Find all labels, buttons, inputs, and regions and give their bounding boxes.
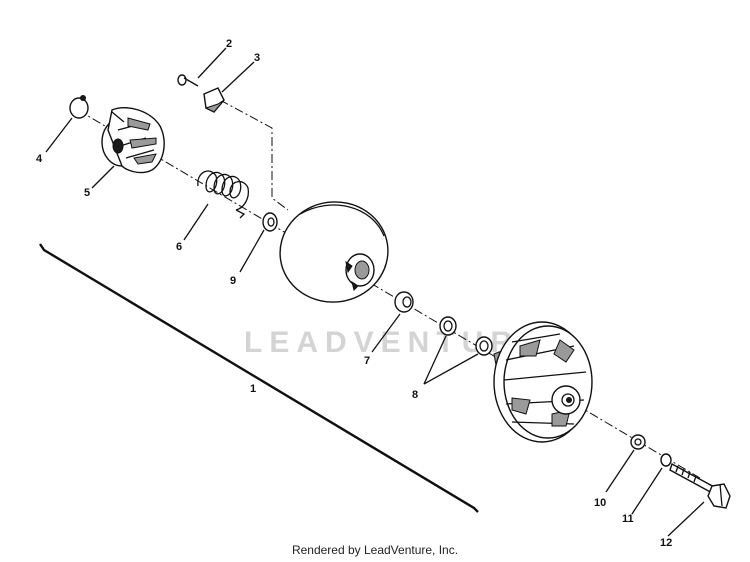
assembly-bracket	[39, 243, 479, 513]
washer-10	[630, 434, 646, 450]
callout-7: 7	[364, 355, 370, 367]
bushing-7	[394, 291, 414, 313]
callout-5: 5	[84, 187, 90, 199]
callout-10: 10	[594, 497, 606, 509]
callout-3: 3	[254, 52, 260, 64]
button-insert	[203, 87, 225, 113]
washers	[439, 316, 493, 356]
callouts: 1 2 3 4 5 6 7 8 9 10 11 12	[36, 38, 672, 549]
callout-11: 11	[622, 513, 634, 525]
callout-1: 1	[250, 383, 256, 395]
callout-6: 6	[176, 241, 182, 253]
snap-ring	[69, 95, 89, 119]
callout-12: 12	[660, 537, 672, 549]
bolt	[669, 462, 731, 509]
screw	[177, 74, 199, 87]
bushing-9	[262, 212, 278, 232]
footer-credit: Rendered by LeadVenture, Inc.	[291, 543, 459, 557]
callout-4: 4	[36, 153, 43, 165]
cam-spider	[101, 107, 165, 174]
lock-washer	[660, 453, 672, 467]
callout-8: 8	[412, 389, 418, 401]
callout-2: 2	[226, 38, 232, 50]
fixed-sheave	[493, 321, 593, 443]
movable-sheave	[279, 201, 389, 303]
callout-9: 9	[230, 275, 236, 287]
spring	[197, 170, 250, 219]
set-screw-guide-line	[219, 99, 289, 211]
leader-lines	[45, 47, 705, 537]
assembly-axis	[77, 109, 701, 479]
